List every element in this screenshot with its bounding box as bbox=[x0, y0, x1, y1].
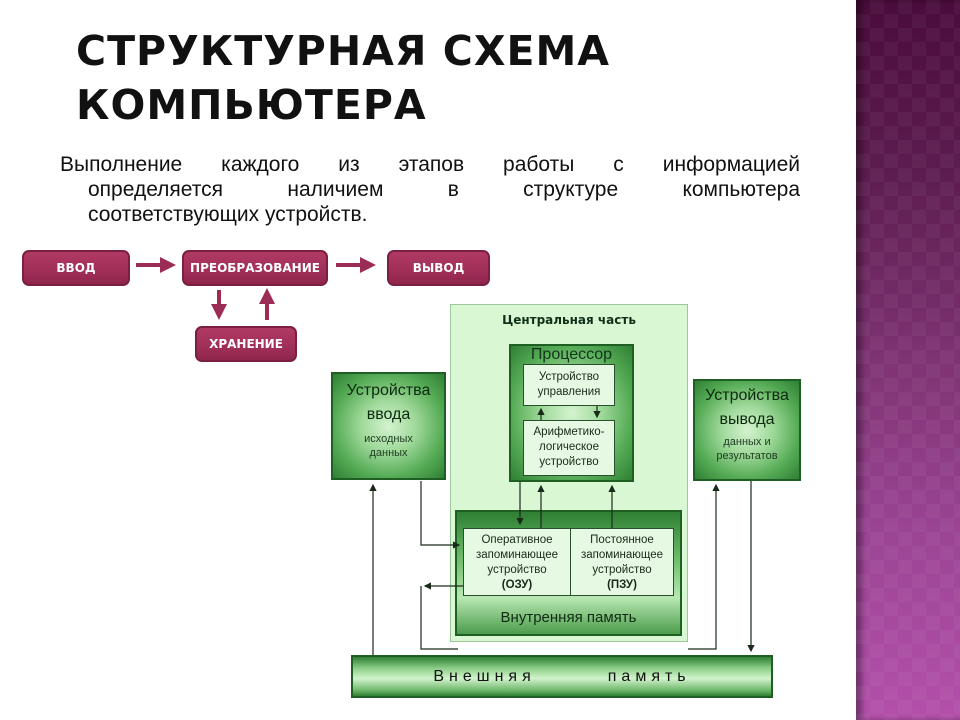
output-devices-title-1: Устройства bbox=[705, 387, 789, 404]
flow-storage-box: ХРАНЕНИЕ bbox=[195, 326, 297, 362]
input-devices-title-2: ввода bbox=[366, 406, 411, 423]
ram-box: Оперативное запоминающее устройство (ОЗУ… bbox=[463, 528, 570, 596]
alu-box: Арифметико- логическое устройство bbox=[523, 420, 615, 476]
alu-line-2: логическое bbox=[539, 441, 599, 453]
rom-line-1: Постоянное bbox=[590, 534, 654, 546]
internal-memory-label: Внутренняя память bbox=[500, 609, 637, 626]
decorative-side-panel bbox=[856, 0, 960, 720]
external-memory-word-2: память bbox=[607, 667, 691, 685]
rom-line-2: запоминающее bbox=[580, 549, 664, 561]
flow-output-box: ВЫВОД bbox=[387, 250, 490, 286]
input-devices-title-1: Устройства bbox=[346, 382, 431, 399]
input-devices-sub-1: исходных bbox=[364, 433, 413, 445]
external-memory-block: Внешняя память bbox=[351, 655, 773, 698]
control-unit-line-1: Устройство bbox=[538, 371, 600, 383]
intro-paragraph: Выполнение каждого из этапов работы с ин… bbox=[60, 152, 800, 227]
title-line-1: СТРУКТУРНАЯ СХЕМА bbox=[76, 27, 610, 75]
ram-line-4: (ОЗУ) bbox=[501, 579, 533, 591]
title-line-2: КОМПЬЮТЕРА bbox=[76, 81, 427, 129]
ram-line-1: Оперативное bbox=[481, 534, 553, 546]
processor-label: Процессор bbox=[530, 346, 613, 363]
output-devices-block: Устройства вывода данных и результатов bbox=[693, 379, 801, 481]
intro-line-3: соответствующих устройств. bbox=[88, 203, 368, 226]
alu-line-1: Арифметико- bbox=[533, 426, 605, 438]
slide-title: СТРУКТУРНАЯ СХЕМА КОМПЬЮТЕРА bbox=[76, 24, 676, 132]
output-devices-title-2: вывода bbox=[719, 411, 775, 428]
arrow-central-to-output bbox=[688, 483, 720, 650]
line-ram-external bbox=[420, 586, 458, 650]
output-devices-sub-1: данных и bbox=[723, 436, 771, 448]
control-unit-line-2: управления bbox=[537, 386, 601, 398]
control-unit-box: Устройство управления bbox=[523, 364, 615, 406]
input-devices-sub-2: данных bbox=[369, 447, 408, 459]
ram-line-3: устройство bbox=[487, 564, 547, 576]
intro-line-2: определяется наличием в структуре компью… bbox=[88, 178, 800, 201]
central-part-label: Центральная часть bbox=[502, 313, 636, 327]
output-devices-sub-2: результатов bbox=[716, 450, 778, 462]
rom-line-4: (ПЗУ) bbox=[607, 579, 637, 591]
rom-line-3: устройство bbox=[592, 564, 652, 576]
flow-input-box: ВВОД bbox=[22, 250, 130, 286]
arrow-input-to-ram bbox=[420, 481, 461, 549]
rom-box: Постоянное запоминающее устройство (ПЗУ) bbox=[570, 528, 674, 596]
alu-line-3: устройство bbox=[539, 456, 599, 468]
intro-line-1: Выполнение каждого из этапов работы с ин… bbox=[60, 153, 800, 176]
input-devices-block: Устройства ввода исходных данных bbox=[331, 372, 446, 480]
flow-transform-box: ПРЕОБРАЗОВАНИЕ bbox=[182, 250, 328, 286]
external-memory-word-1: Внешняя bbox=[433, 667, 536, 685]
ram-line-2: запоминающее bbox=[475, 549, 559, 561]
